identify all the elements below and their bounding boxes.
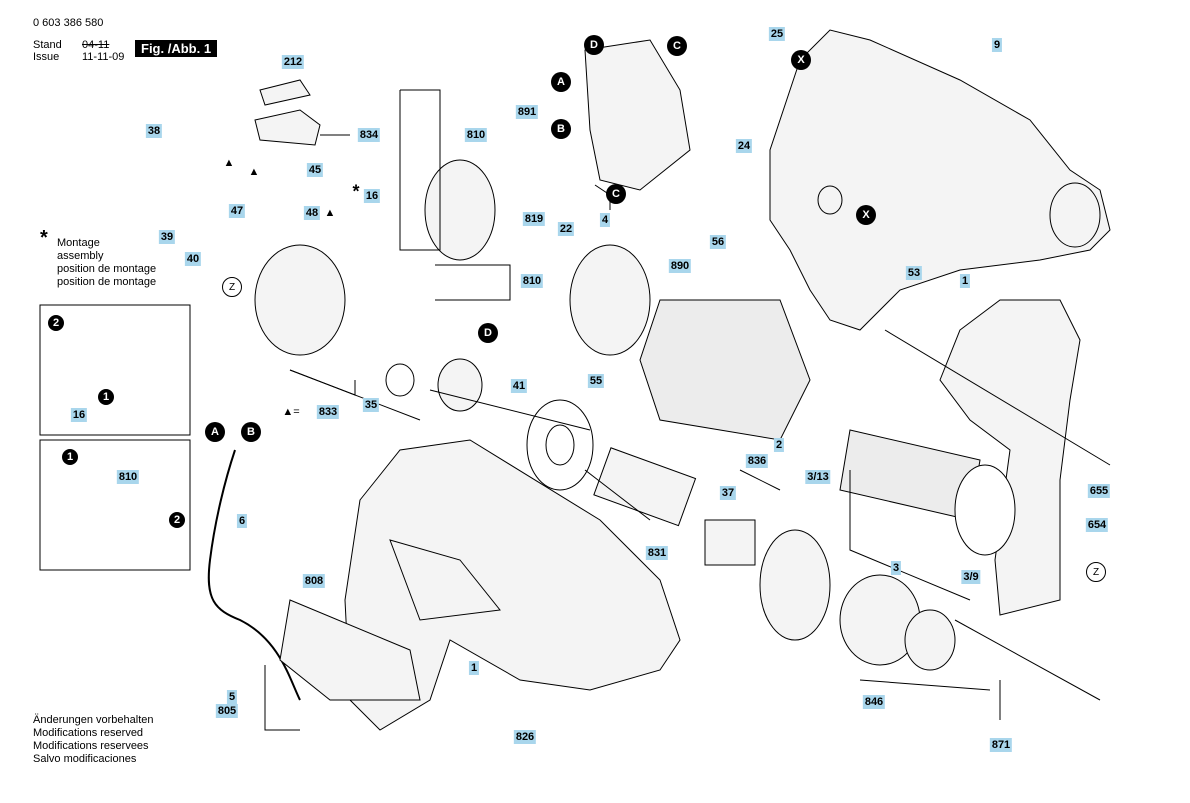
triangle-legend: ▲= — [282, 406, 300, 418]
montage-note: Montage assembly position de montage pos… — [57, 237, 157, 288]
step-2: 2 — [169, 512, 185, 528]
part-label: 833 — [316, 405, 340, 419]
part-label: 831 — [645, 546, 669, 560]
marker-a: A — [205, 422, 225, 442]
part-label: 834 — [357, 128, 381, 142]
marker-z: Z — [222, 277, 242, 297]
part-label: 810 — [116, 470, 140, 484]
part-label: 37 — [719, 486, 737, 500]
part-label: 47 — [228, 204, 246, 218]
part-label: 38 — [145, 124, 163, 138]
part-label: 5 — [226, 690, 238, 704]
part-label: 826 — [513, 730, 537, 744]
marker-z: Z — [1086, 562, 1106, 582]
part-label: 3/9 — [961, 570, 981, 584]
part-label: 891 — [515, 105, 539, 119]
part-label: 55 — [587, 374, 605, 388]
issue-label: Issue — [33, 51, 60, 63]
stand-value: 04-11 — [82, 39, 110, 51]
marker-d: D — [584, 35, 604, 55]
part-label: 41 — [510, 379, 528, 393]
triangle-icon: ▲ — [248, 166, 260, 178]
part-label: 846 — [862, 695, 886, 709]
triangle-icon: ▲ — [324, 207, 336, 219]
part-label: 808 — [302, 574, 326, 588]
marker-c: C — [606, 184, 626, 204]
step-1: 1 — [62, 449, 78, 465]
part-number: 0 603 386 580 — [33, 17, 104, 29]
step-2: 2 — [48, 315, 64, 331]
part-label: 805 — [215, 704, 239, 718]
part-label: 2 — [773, 438, 785, 452]
marker-b: B — [241, 422, 261, 442]
part-label: 22 — [557, 222, 575, 236]
part-label: 16 — [70, 408, 88, 422]
part-label: 6 — [236, 514, 248, 528]
stand-label: Stand — [33, 39, 62, 51]
part-label: 871 — [989, 738, 1013, 752]
part-label: 48 — [303, 206, 321, 220]
montage-star: * — [40, 227, 48, 249]
part-label: 810 — [464, 128, 488, 142]
part-label: 53 — [905, 266, 923, 280]
part-label: 819 — [522, 212, 546, 226]
part-label: 1 — [959, 274, 971, 288]
part-label: 3/13 — [805, 470, 831, 484]
issue-value: 11-11-09 — [82, 51, 125, 63]
part-label: 9 — [991, 38, 1003, 52]
part-label: 654 — [1085, 518, 1109, 532]
triangle-icon: ▲ — [223, 157, 235, 169]
marker-a: A — [551, 72, 571, 92]
marker-b: B — [551, 119, 571, 139]
part-label: 212 — [281, 55, 305, 69]
part-label: 810 — [520, 274, 544, 288]
marker-d: D — [478, 323, 498, 343]
footer-notes: Änderungen vorbehalten Modifications res… — [33, 714, 154, 765]
marker-x: X — [856, 205, 876, 225]
part-label: 4 — [599, 213, 611, 227]
part-label: 40 — [184, 252, 202, 266]
step-1: 1 — [98, 389, 114, 405]
part-label: 35 — [362, 398, 380, 412]
part-label: 836 — [745, 454, 769, 468]
marker-c: C — [667, 36, 687, 56]
part-label: 3 — [890, 561, 902, 575]
part-label: 16 — [363, 189, 381, 203]
part-label: 890 — [668, 259, 692, 273]
part-label: 25 — [768, 27, 786, 41]
part-label: 655 — [1087, 484, 1111, 498]
marker-x: X — [791, 50, 811, 70]
part-label: 39 — [158, 230, 176, 244]
part-label: 56 — [709, 235, 727, 249]
figure-title: Fig. /Abb. 1 — [135, 40, 218, 57]
asterisk-icon: * — [352, 181, 360, 202]
part-label: 1 — [468, 661, 480, 675]
part-label: 24 — [735, 139, 753, 153]
part-label: 45 — [306, 163, 324, 177]
